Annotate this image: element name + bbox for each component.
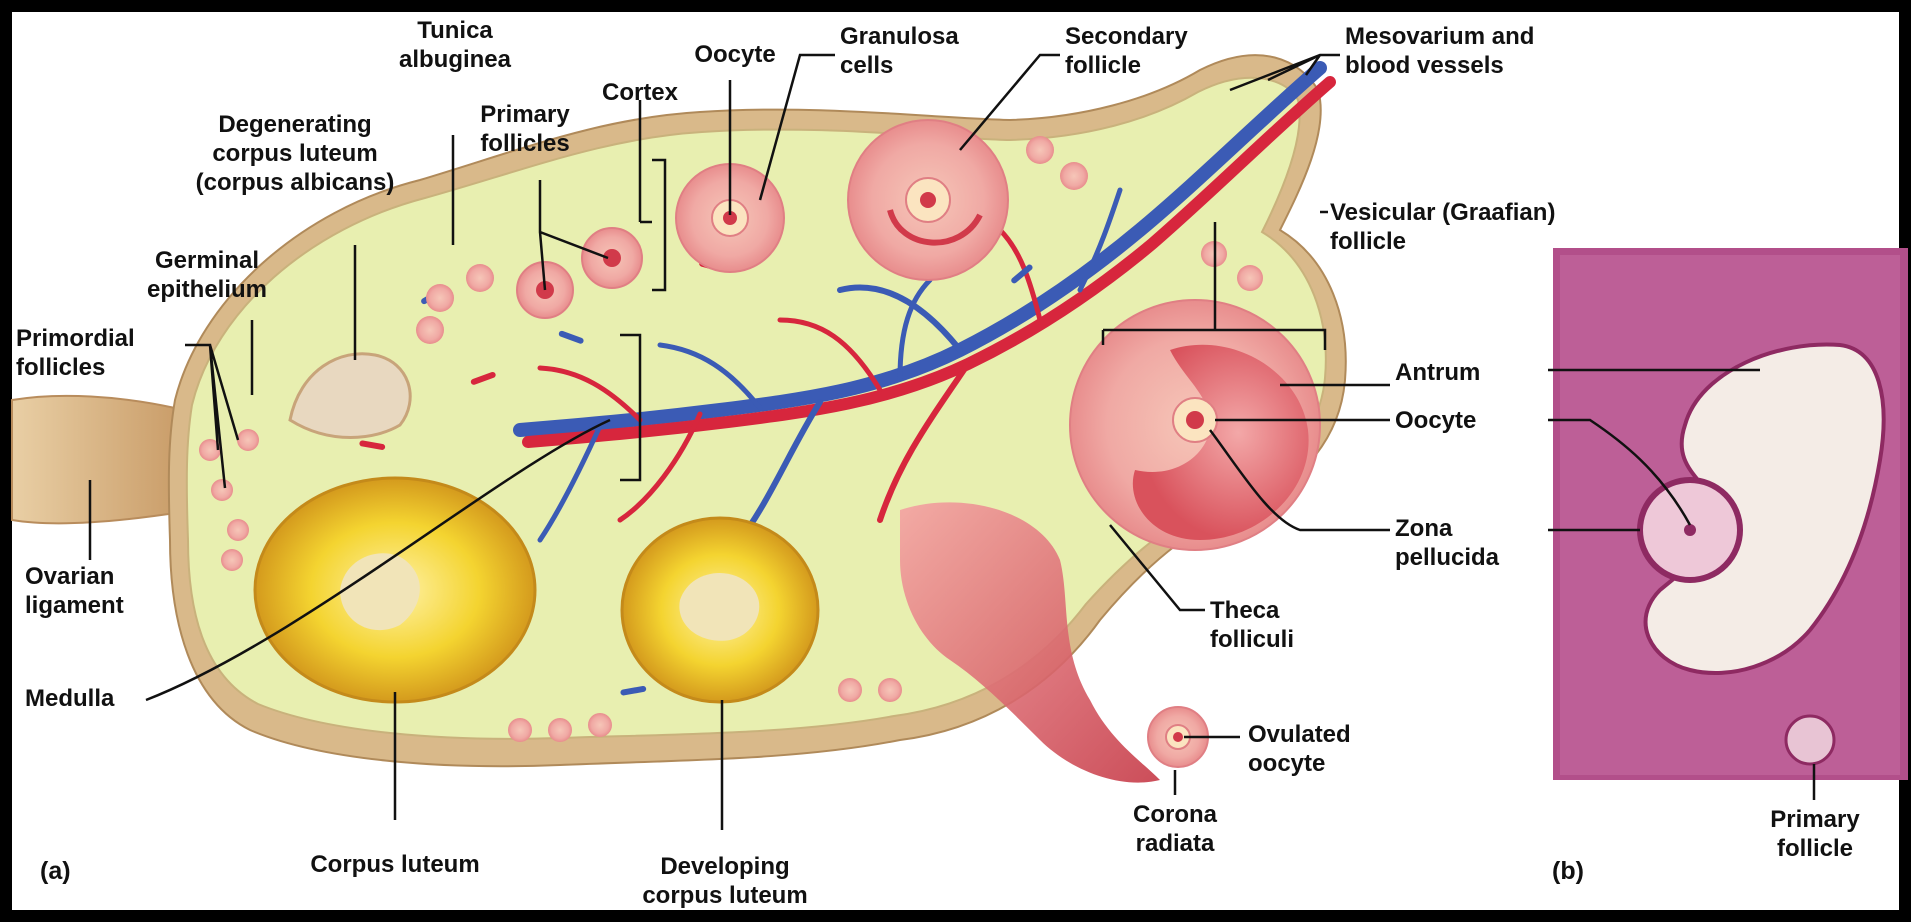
- label-medulla: Medulla: [25, 684, 114, 713]
- label-oocyte-top: Oocyte: [680, 40, 790, 69]
- label-ovulated-oocyte: Ovulated oocyte: [1248, 720, 1351, 778]
- label-antrum: Antrum: [1395, 358, 1480, 387]
- label-primary-follicle-b: Primary follicle: [1755, 805, 1875, 863]
- label-developing-corpus-luteum: Developing corpus luteum: [640, 852, 810, 910]
- label-mesovarium: Mesovarium and blood vessels: [1345, 22, 1534, 80]
- label-corona-radiata: Corona radiata: [1115, 800, 1235, 858]
- label-oocyte-right: Oocyte: [1395, 406, 1476, 435]
- developing-corpus-luteum-shape: [622, 518, 818, 702]
- label-theca-folliculi: Theca folliculi: [1210, 596, 1294, 654]
- label-vesicular-follicle: Vesicular (Graafian) follicle: [1330, 198, 1555, 256]
- label-zona-pellucida: Zona pellucida: [1395, 514, 1499, 572]
- label-primordial-follicles: Primordial follicles: [16, 324, 135, 382]
- ovarian-ligament-shape: [12, 396, 182, 523]
- graafian-follicle-shape: [1070, 300, 1320, 550]
- corpus-luteum-shape: [255, 478, 535, 702]
- panel-label-a: (a): [40, 857, 71, 886]
- label-tunica-albuginea: Tunica albuginea: [370, 16, 540, 74]
- panel-label-b: (b): [1552, 857, 1584, 886]
- label-germinal-epithelium: Germinal epithelium: [132, 246, 282, 304]
- label-corpus-luteum: Corpus luteum: [290, 850, 500, 879]
- label-cortex: Cortex: [590, 78, 690, 107]
- label-granulosa-cells: Granulosa cells: [840, 22, 959, 80]
- label-ovarian-ligament: Ovarian ligament: [25, 562, 124, 620]
- label-degenerating-corpus-luteum: Degenerating corpus luteum (corpus albic…: [150, 110, 440, 197]
- histology-panel: [1553, 248, 1908, 780]
- label-secondary-follicle: Secondary follicle: [1065, 22, 1188, 80]
- label-primary-follicles: Primary follicles: [465, 100, 585, 158]
- secondary-follicle-shape: [848, 120, 1008, 280]
